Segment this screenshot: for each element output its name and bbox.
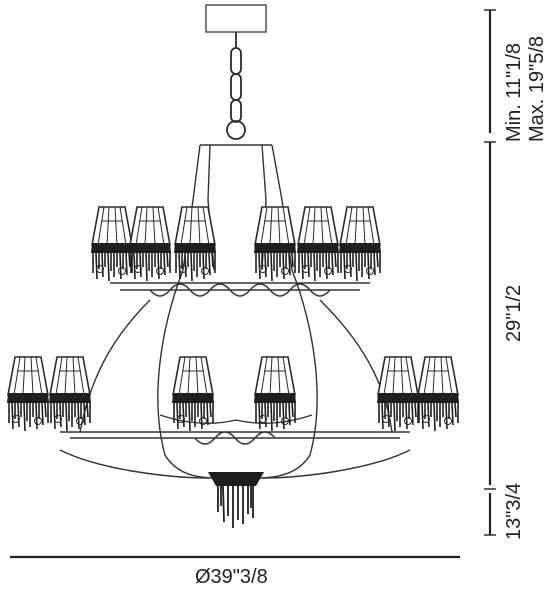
center-pendant: [208, 472, 264, 528]
lower-tier-shades: [6, 356, 460, 432]
chandelier-frame: [59, 144, 411, 479]
diameter-label: Ø39"3/8: [195, 566, 268, 588]
min-height-label: Min. 11"1/8: [503, 42, 525, 142]
suspension-chain: [226, 32, 246, 140]
dimension-lines: [10, 9, 496, 559]
max-height-label: Max. 19"5/8: [526, 35, 548, 142]
bottom-height-label: 13"3/4: [503, 482, 525, 540]
body-height-label: 29"1/2: [503, 284, 525, 342]
upper-tier-shades: [90, 206, 382, 282]
canopy: [205, 4, 267, 33]
